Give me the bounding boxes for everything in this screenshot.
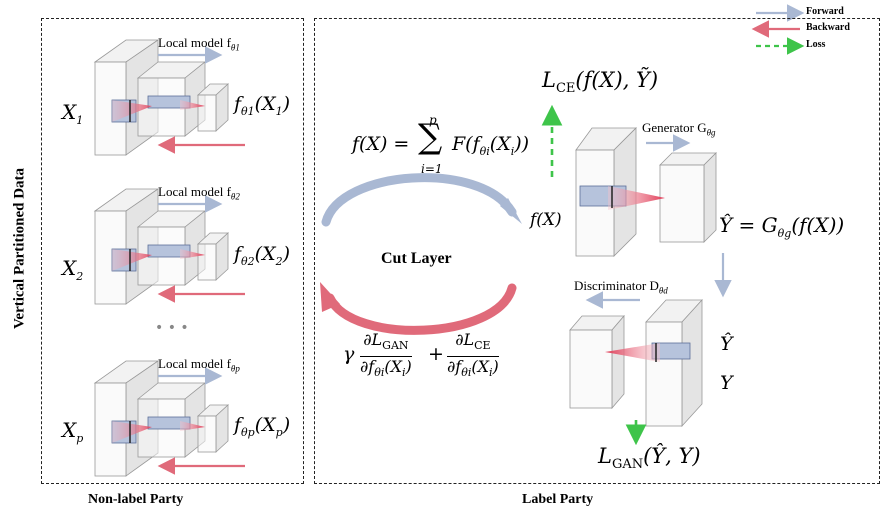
grad-gamma: γ — [343, 343, 355, 365]
generator-title: Generator Gθg — [642, 120, 716, 138]
forward-curve-arrow — [321, 173, 517, 227]
local-model-1-graphic — [93, 39, 245, 156]
side-label: Vertical Partitioned Data — [11, 167, 28, 330]
gan-loss: LGAN(Ŷ, Y) — [598, 444, 701, 473]
legend-loss: Loss — [806, 39, 826, 50]
local-model-p-input: Xp — [62, 418, 84, 445]
local-model-2-graphic — [93, 188, 245, 305]
discriminator-input-yhat: Ŷ — [720, 333, 733, 355]
non-label-party-panel — [41, 18, 304, 484]
aggregate-term: F(fθi(Xi)) — [452, 133, 530, 158]
label-party-panel — [314, 18, 880, 484]
local-model-2-output: fθ2(X2) — [234, 243, 291, 268]
local-model-1-title: Local model fθ1 — [158, 35, 240, 53]
local-model-p-title: Local model fθp — [158, 356, 240, 374]
local-model-1-output: fθ1(X1) — [234, 93, 291, 118]
legend-forward: Forward — [806, 6, 844, 17]
grad-frac1: ∂LGAN ∂fθi(Xi) — [360, 330, 412, 380]
local-model-p-output: fθp(Xp) — [234, 414, 291, 439]
local-model-2-title: Local model fθ2 — [158, 184, 240, 202]
local-model-p-graphic — [93, 360, 245, 477]
generator-output: Ŷ = Gθg(f(X)) — [719, 213, 845, 240]
discriminator-title: Discriminator Dθd — [574, 278, 668, 296]
non-label-party-caption: Non-label Party — [88, 492, 184, 507]
backward-curve-arrow — [325, 283, 517, 335]
sum-upper: p — [429, 113, 437, 127]
ellipsis: • • • — [155, 320, 189, 336]
local-model-2-input: X2 — [62, 256, 84, 283]
aggregate-lhs: f(X) = — [352, 133, 410, 155]
generator-graphic — [575, 127, 717, 257]
cut-layer-label: Cut Layer — [381, 250, 452, 267]
legend-backward: Backward — [806, 22, 850, 33]
grad-plus: + — [428, 343, 444, 365]
discriminator-input-y: Y — [720, 372, 733, 394]
generator-input: f(X) — [530, 210, 562, 230]
sum-lower: i=1 — [421, 162, 443, 176]
discriminator-graphic — [569, 291, 703, 428]
label-party-caption: Label Party — [522, 492, 594, 507]
grad-frac2: ∂LCE ∂fθi(Xi) — [447, 330, 499, 380]
local-model-1-input: X1 — [62, 100, 84, 127]
sum-symbol: ∑ — [418, 117, 443, 157]
ce-loss: LCE(f(X), Ỹ) — [542, 68, 659, 97]
